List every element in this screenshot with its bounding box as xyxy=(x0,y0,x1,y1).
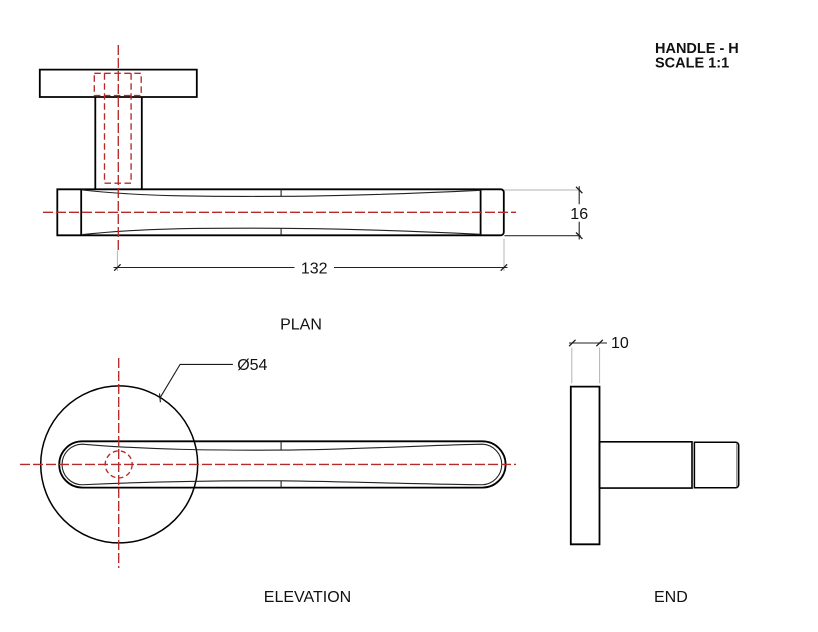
svg-text:132: 132 xyxy=(301,261,328,278)
svg-text:16: 16 xyxy=(570,206,588,223)
svg-text:END: END xyxy=(654,589,688,606)
svg-text:Ø54: Ø54 xyxy=(237,357,267,374)
svg-text:ELEVATION: ELEVATION xyxy=(264,589,351,606)
svg-text:SCALE 1:1: SCALE 1:1 xyxy=(655,56,729,72)
svg-text:PLAN: PLAN xyxy=(280,316,322,333)
svg-text:HANDLE - H: HANDLE - H xyxy=(655,41,739,57)
svg-text:10: 10 xyxy=(611,335,629,352)
